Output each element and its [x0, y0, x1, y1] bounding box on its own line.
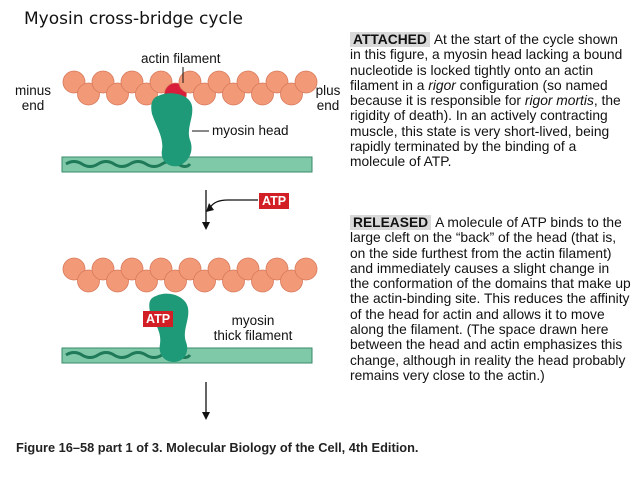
actin-subunit	[294, 70, 318, 94]
myosin-head-top	[151, 93, 193, 167]
atp-tag-bottom: ATP	[143, 311, 174, 327]
cross-bridge-diagram	[61, 70, 318, 420]
atp-input-arrow	[209, 199, 258, 209]
actin-leader-line	[182, 67, 209, 132]
actin-subunit	[294, 257, 318, 281]
actin-filament-bottom	[62, 257, 318, 293]
released-header: RELEASED	[350, 215, 432, 230]
figure-caption: Figure 16–58 part 1 of 3. Molecular Biol…	[16, 440, 419, 455]
arrow-down-2-head	[202, 412, 210, 420]
arrow-down-1-head	[202, 222, 210, 230]
slide-title: Myosin cross-bridge cycle	[24, 9, 243, 29]
label-actin-filament: actin filament	[141, 51, 221, 66]
label-myosin-head: myosin head	[212, 123, 289, 138]
atp-tag-top: ATP	[259, 193, 290, 209]
myosin-head-bottom	[149, 293, 189, 362]
attached-header: ATTACHED	[350, 32, 430, 47]
